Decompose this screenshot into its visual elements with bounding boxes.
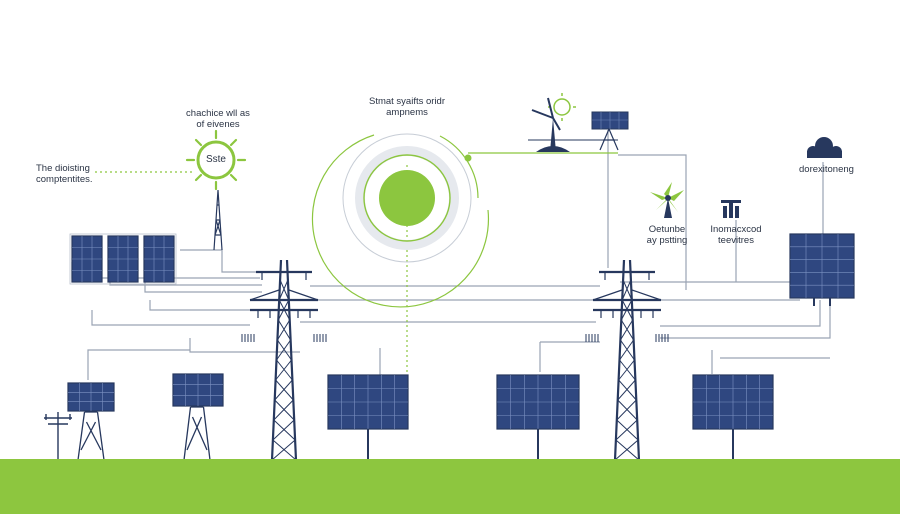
center-title: Stmat syaifts oridr ampnems [368, 96, 446, 118]
solar-panels [67, 233, 855, 461]
factory-label: Inomacxcod teevitres [710, 224, 762, 246]
insulator-group [655, 334, 669, 342]
solar-panel-icon [143, 235, 175, 283]
connection-lines [71, 130, 831, 380]
cable-left-5 [149, 300, 250, 311]
hub-grey-ring [342, 133, 472, 263]
hub-core [379, 170, 435, 226]
cable-left-6 [91, 310, 250, 326]
lattice-stand [183, 406, 211, 461]
solar-panel-icon [789, 233, 855, 299]
cable-left-4 [180, 249, 258, 273]
hub-outer-arc [311, 134, 490, 308]
top-right-label: dorexitoneng [799, 164, 854, 175]
solar-panel-icon [496, 374, 580, 460]
solar-panel-icon [67, 382, 115, 412]
solar-panel-icon [327, 374, 409, 460]
sun-icon [185, 129, 247, 191]
wind-turbine-icon [531, 93, 576, 152]
lattice-stand [77, 411, 105, 461]
hub-inner-ring [363, 154, 451, 242]
hub-halo [355, 146, 459, 250]
central-hub [311, 133, 490, 308]
solar-panel-icon [172, 373, 224, 407]
windmill-label: Oetunbe ay pstting [646, 224, 688, 246]
transmission-tower-icon [249, 259, 319, 461]
small-mast [213, 189, 223, 251]
solar-mast-top [591, 111, 629, 151]
transmission-tower-icon [592, 259, 662, 461]
cable-right-1 [660, 300, 831, 339]
sun-caption: chachice wll as of eivenes [186, 108, 250, 130]
cable-bottom-1 [189, 338, 300, 353]
ground [0, 459, 900, 514]
factory-icon [721, 200, 741, 218]
cable-right-2 [660, 300, 821, 327]
transmission-towers [241, 259, 669, 461]
utility-pole [44, 412, 72, 460]
cloud-icon [807, 137, 842, 158]
solar-panel-icon [692, 374, 774, 460]
left-components-label: The dioisting comptentites. [36, 163, 93, 185]
insulator-group [241, 334, 255, 342]
solar-panel-icon [71, 235, 103, 283]
insulator-group [585, 334, 599, 342]
hub-outer-arc-right [439, 135, 479, 199]
cable-bottom-2 [87, 349, 190, 380]
sun-badge: Sste [205, 154, 226, 165]
riser-windmill [618, 154, 687, 290]
insulator-group [313, 334, 327, 342]
hub-node [464, 154, 472, 162]
solar-panel-icon [107, 235, 139, 283]
windmill-icon [650, 182, 684, 218]
